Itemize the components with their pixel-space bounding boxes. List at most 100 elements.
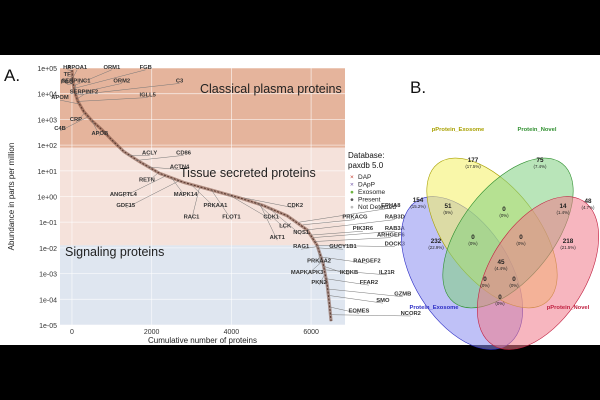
venn-count: 14 bbox=[559, 203, 567, 210]
annotation-leader bbox=[59, 116, 89, 132]
annotation-leader bbox=[326, 278, 369, 286]
annotation-leader bbox=[59, 99, 80, 105]
protein-label: C3 bbox=[176, 78, 184, 84]
protein-label: APOM bbox=[51, 95, 69, 101]
annotation-leader bbox=[72, 69, 78, 79]
protein-label: FGG bbox=[61, 80, 74, 86]
legend-symbol: ● bbox=[350, 189, 354, 196]
region-band bbox=[60, 245, 345, 325]
annotation-leader bbox=[75, 112, 85, 123]
protein-label: IGLL5 bbox=[139, 93, 156, 99]
protein-label: HP bbox=[63, 65, 71, 71]
annotation-leader bbox=[76, 83, 180, 96]
protein-label: ACTN4 bbox=[170, 165, 190, 171]
annotation-leader bbox=[135, 155, 184, 161]
protein-label: TF bbox=[64, 72, 72, 78]
venn-percent: (0%) bbox=[516, 241, 526, 246]
venn-percent: (0%) bbox=[495, 301, 505, 306]
protein-label: CDK2 bbox=[287, 203, 303, 209]
protein-label: FLOT1 bbox=[222, 215, 241, 221]
annotation-leader bbox=[320, 256, 367, 264]
annotation-leader bbox=[75, 83, 122, 94]
venn-count: 154 bbox=[413, 197, 424, 204]
annotation-leader bbox=[307, 219, 395, 231]
venn-count: 0 bbox=[502, 206, 506, 213]
legend-entry: Present bbox=[358, 197, 381, 204]
protein-label: AKT1 bbox=[270, 235, 286, 241]
protein-label: ORM2 bbox=[113, 78, 130, 84]
annotation-leader bbox=[318, 273, 326, 286]
protein-label: SMO bbox=[376, 298, 390, 304]
y-tick-label: 1e+00 bbox=[37, 195, 57, 202]
venn-count: 0 bbox=[471, 234, 475, 241]
venn-count: 0 bbox=[498, 294, 502, 301]
protein-label: PRKAA1 bbox=[204, 203, 229, 209]
annotation-leader bbox=[317, 247, 344, 250]
protein-label: C4B bbox=[54, 126, 66, 132]
annotation-leader bbox=[322, 265, 350, 276]
protein-label: IL21R bbox=[379, 270, 396, 276]
protein-label: FGB bbox=[140, 65, 152, 71]
x-axis-label: Cumulative number of proteins bbox=[148, 336, 257, 345]
protein-label: CD86 bbox=[176, 150, 192, 156]
y-tick-label: 1e-04 bbox=[39, 297, 57, 304]
annotation-leader bbox=[73, 69, 146, 89]
venn-percent: (17.5%) bbox=[465, 164, 481, 169]
protein-label: ANGPTL4 bbox=[110, 192, 138, 198]
venn-percent: (0%) bbox=[480, 283, 490, 288]
annotation-leader bbox=[171, 177, 186, 197]
protein-label: GZMB bbox=[394, 292, 411, 298]
annotation-leader bbox=[211, 189, 232, 220]
annotation-leader bbox=[329, 306, 360, 314]
y-tick-label: 1e+03 bbox=[37, 117, 57, 124]
annotation-leader bbox=[147, 166, 180, 170]
venn-percent: (1.4%) bbox=[557, 210, 570, 215]
y-tick-label: 1e-01 bbox=[39, 220, 57, 227]
venn-percent: (4.4%) bbox=[495, 266, 508, 271]
protein-label: RETN bbox=[139, 177, 155, 183]
protein-label: GUCY1B1 bbox=[329, 244, 357, 250]
annotation-leader bbox=[327, 288, 403, 297]
legend-entry: Exosome bbox=[358, 189, 385, 196]
protein-label: RAB3D bbox=[385, 215, 405, 221]
protein-label: ACLY bbox=[142, 150, 157, 156]
panel-a-label: A. bbox=[4, 66, 21, 85]
venn-count: 0 bbox=[519, 234, 523, 241]
protein-label: ARHGEF6 bbox=[377, 233, 405, 239]
legend-symbol: × bbox=[350, 174, 354, 181]
protein-label: PRKAA2 bbox=[307, 258, 331, 264]
protein-label: FFAR2 bbox=[360, 280, 378, 286]
venn-set bbox=[476, 196, 600, 350]
y-tick-label: 1e-05 bbox=[39, 323, 57, 330]
protein-label: EOMES bbox=[348, 308, 369, 314]
abundance-curve bbox=[71, 70, 332, 322]
legend-entry: Not Detected bbox=[358, 204, 396, 211]
x-tick-label: 4000 bbox=[224, 329, 240, 336]
protein-label: SERPINC1 bbox=[61, 78, 91, 84]
annotation-leader bbox=[227, 193, 272, 220]
protein-label: CRP bbox=[70, 117, 82, 123]
y-tick-label: 1e+02 bbox=[37, 143, 57, 150]
annotation-leader bbox=[77, 94, 85, 100]
venn-count: 232 bbox=[431, 238, 442, 245]
venn-set-label: Protein_Exosome bbox=[410, 305, 460, 311]
annotation-leader bbox=[74, 83, 77, 93]
protein-label: DOCK3 bbox=[385, 242, 406, 248]
venn-count: 218 bbox=[563, 238, 574, 245]
venn-percent: (5%) bbox=[443, 210, 453, 215]
annotation-leader bbox=[125, 180, 180, 209]
venn-percent: (4.7%) bbox=[582, 205, 595, 210]
annotation-leader bbox=[311, 230, 363, 236]
venn-count: 48 bbox=[584, 198, 592, 205]
venn-set-label: pProtein_Novel bbox=[547, 305, 590, 311]
protein-label: APOB bbox=[91, 131, 108, 137]
venn-set-label: Protein_Novel bbox=[518, 127, 557, 133]
annotation-leader bbox=[301, 246, 318, 250]
annotation-leader bbox=[91, 120, 101, 137]
legend-symbol: × bbox=[350, 182, 354, 189]
protein-label: LCK bbox=[279, 224, 292, 230]
protein-label: SERPINF2 bbox=[70, 89, 98, 95]
annotation-leader bbox=[67, 75, 73, 78]
x-tick-label: 2000 bbox=[144, 329, 160, 336]
